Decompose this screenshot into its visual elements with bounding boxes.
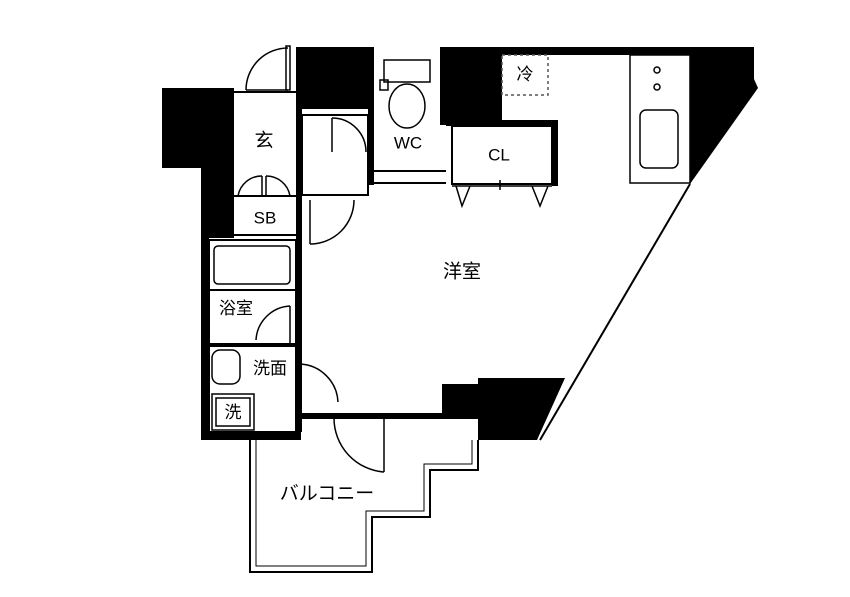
wall-left-outer: [201, 238, 209, 438]
label-closet: CL: [488, 145, 510, 164]
toilet-tank: [383, 59, 431, 83]
wall-left-column: [201, 88, 234, 238]
entrance-door-leaf[interactable]: [285, 45, 291, 91]
outlines: [208, 91, 691, 573]
wall-wc-left: [368, 55, 374, 185]
label-western-room: 洋室: [443, 261, 481, 283]
closet-box: [451, 125, 553, 185]
corridor-door-swing: [331, 117, 367, 153]
label-bathroom: 浴室: [219, 299, 253, 319]
wall-closet-right: [552, 120, 558, 186]
entrance-door-swing: [245, 47, 289, 91]
wall-partition-vertical: [296, 88, 302, 432]
bathtub: [213, 245, 291, 285]
balcony-rail-inner: [255, 440, 473, 567]
closet-door-right[interactable]: [531, 185, 549, 209]
label-entrance: 玄: [254, 130, 273, 152]
washer-inner: [215, 397, 251, 427]
wall-top-strip: [502, 47, 754, 55]
closet-door-left[interactable]: [455, 185, 471, 209]
toilet-paper: [379, 79, 389, 91]
balcony-door-swing: [333, 417, 385, 473]
corridor-block: [301, 114, 369, 196]
label-washer: 洗: [225, 403, 242, 423]
label-shoe-box: SB: [254, 208, 277, 227]
wall-bottom-right-mass: [442, 378, 565, 440]
label-toilet: WC: [394, 133, 422, 152]
stove-burner-2: [653, 83, 661, 91]
wash-basin: [211, 349, 241, 385]
room-door-swing: [309, 199, 355, 245]
wall-closet-top: [446, 120, 558, 126]
wash-door-swing: [299, 363, 339, 403]
wall-bottom: [296, 413, 446, 419]
bath-door-swing: [255, 305, 291, 341]
wall-top-left: [296, 47, 374, 109]
sb-door-swing-left: [237, 175, 263, 197]
fridge-space: [501, 54, 549, 96]
wall-bottom-left: [201, 432, 301, 440]
wall-right-diagonal: [690, 79, 758, 184]
balcony-outline: [249, 440, 479, 573]
wall-top-mid: [440, 47, 502, 125]
toilet-bowl: [388, 83, 426, 129]
bathroom-block: [208, 239, 297, 345]
washroom-block: [208, 345, 297, 433]
fixtures: [211, 54, 691, 431]
label-fridge: 冷: [517, 65, 534, 85]
walls: [162, 47, 758, 440]
label-balcony: バルコニー: [280, 483, 375, 505]
room-labels: 玄 SB WC CL 洋室 浴室 洗面 洗 冷 バルコニー: [219, 65, 534, 505]
east-diagonal-line: [539, 183, 691, 441]
doors: [237, 45, 552, 473]
sb-door-swing-right: [265, 175, 291, 197]
wall-top-right: [690, 47, 754, 79]
kitchen-sink: [639, 109, 679, 169]
label-washroom: 洗面: [253, 359, 287, 379]
kitchen-counter: [629, 54, 691, 184]
washer-outer: [211, 393, 255, 431]
stove-burner-1: [653, 66, 661, 74]
